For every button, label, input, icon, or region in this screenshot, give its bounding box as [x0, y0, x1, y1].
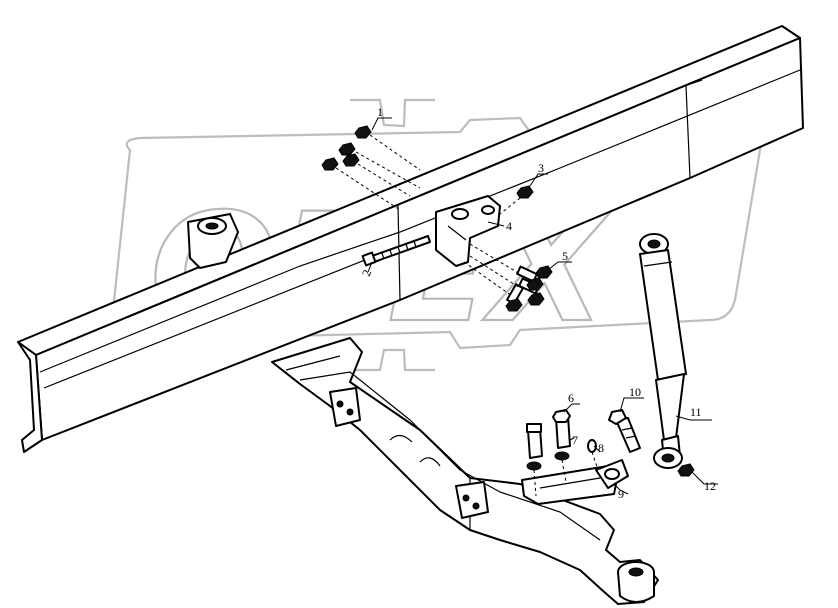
- callout-5: 5: [562, 249, 568, 263]
- callout-6: 6: [568, 391, 574, 405]
- callout-1: 1: [377, 105, 383, 119]
- lower-shock-bracket: [521, 459, 629, 505]
- front-axle-beam: [271, 337, 659, 605]
- rail-bracket: [187, 213, 239, 269]
- callout-11: 11: [690, 405, 702, 419]
- callout-labels: 1 2 3 4 5 6 7 8 9 10 11 12: [359, 105, 716, 501]
- shock-mount-bracket: [435, 195, 501, 267]
- callout-9: 9: [618, 487, 624, 501]
- callout-2: 2: [359, 268, 374, 278]
- bolt-washer-set: [526, 409, 571, 497]
- cotter-pin: [587, 439, 599, 471]
- shock-absorber: [639, 233, 687, 469]
- callout-8: 8: [598, 441, 604, 455]
- pin-bolt: [608, 409, 641, 453]
- leader-lines: [367, 117, 718, 495]
- callout-7: 7: [572, 433, 578, 447]
- nut-cluster: [321, 125, 421, 211]
- frame-rail: [17, 25, 804, 453]
- nut-12: [677, 463, 695, 477]
- callout-3: 3: [538, 161, 544, 175]
- callout-4: 4: [506, 219, 512, 233]
- callout-12: 12: [704, 479, 716, 493]
- bolt-set-5: [463, 243, 553, 312]
- callout-10: 10: [629, 385, 641, 399]
- nut-3: [499, 185, 534, 215]
